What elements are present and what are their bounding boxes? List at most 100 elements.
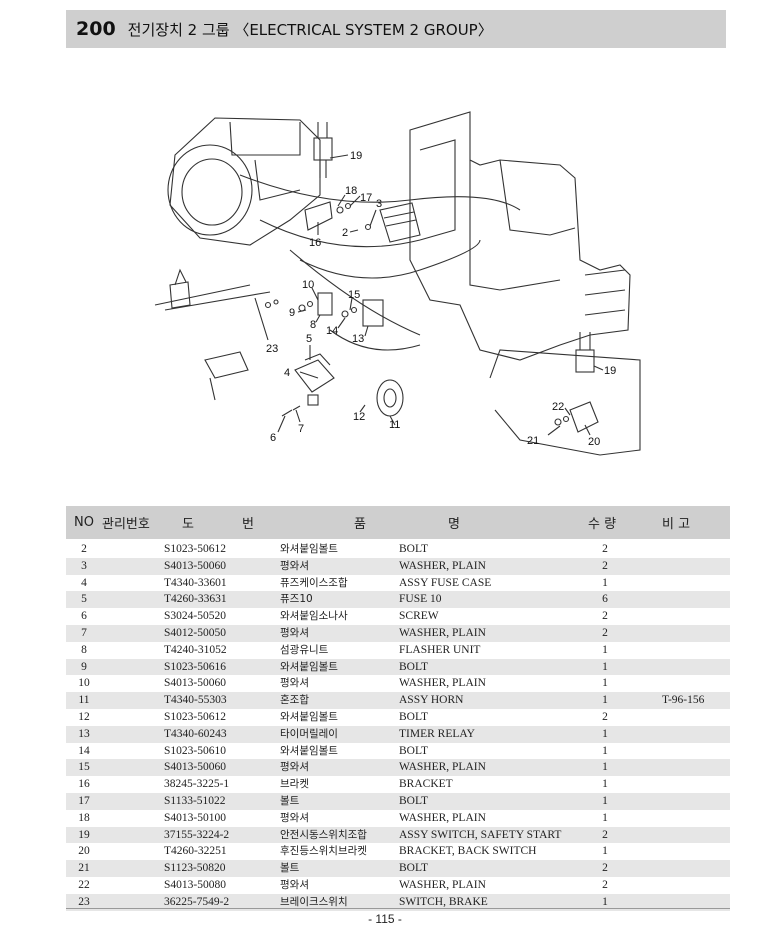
cell-name-en: SCREW <box>399 610 439 623</box>
callout-11: 11 <box>389 419 400 431</box>
callout-12: 12 <box>353 411 365 423</box>
cell-name-kr: 평와셔 <box>280 878 309 891</box>
callout-16: 16 <box>309 237 321 249</box>
cell-name-en: BOLT <box>399 744 428 757</box>
cell-code: T4260-33631 <box>164 593 227 606</box>
callout-23: 23 <box>266 343 278 355</box>
cell-qty: 1 <box>602 778 608 791</box>
callout-22: 22 <box>552 401 564 413</box>
cell-code: S4012-50050 <box>164 626 226 639</box>
cell-code: S1133-51022 <box>164 794 226 807</box>
cell-no: 7 <box>81 626 87 639</box>
cell-name-kr: 후진등스위치브라켓 <box>280 845 367 858</box>
header-no: NO <box>74 515 94 530</box>
cell-qty: 1 <box>602 744 608 757</box>
cell-name-en: BOLT <box>399 660 428 673</box>
section-header: 200 전기장치 2 그룹 〈ELECTRICAL SYSTEM 2 GROUP… <box>66 10 726 48</box>
callout-2: 2 <box>342 227 348 239</box>
cell-name-en: BOLT <box>399 862 428 875</box>
callout-20: 20 <box>588 436 600 448</box>
callout-17: 17 <box>360 192 372 204</box>
cell-code: S4013-50080 <box>164 878 226 891</box>
cell-qty: 1 <box>602 660 608 673</box>
cell-qty: 1 <box>602 694 608 707</box>
cell-no: 4 <box>81 576 87 589</box>
cell-qty: 2 <box>602 610 608 623</box>
cell-no: 16 <box>78 778 90 791</box>
cell-code: T4260-32251 <box>164 845 227 858</box>
header-qty: 수 량 <box>588 517 617 532</box>
cell-qty: 1 <box>602 811 608 824</box>
cell-name-kr: 와셔붙임볼트 <box>280 744 338 757</box>
cell-name-en: WASHER, PLAIN <box>399 811 486 824</box>
cell-name-en: ASSY HORN <box>399 694 464 707</box>
callout-9: 9 <box>289 307 295 319</box>
page-number: - 115 - <box>368 912 402 926</box>
header-code: 관리번호 <box>102 517 150 532</box>
cell-no: 18 <box>78 811 90 824</box>
cell-no: 5 <box>81 593 87 606</box>
callout-15: 15 <box>348 289 360 301</box>
cell-code: T4340-33601 <box>164 576 227 589</box>
cell-name-en: FLASHER UNIT <box>399 643 481 656</box>
callout-13: 13 <box>352 333 364 345</box>
cell-name-kr: 브레이크스위치 <box>280 895 348 908</box>
cell-no: 15 <box>78 761 90 774</box>
cell-name-en: BOLT <box>399 794 428 807</box>
cell-name-en: WASHER, PLAIN <box>399 677 486 690</box>
cell-name-kr: 평와셔 <box>280 761 309 774</box>
callout-19b: 19 <box>604 365 616 377</box>
cell-code: 37155-3224-2 <box>164 828 230 841</box>
cell-name-kr: 평와셔 <box>280 811 309 824</box>
cell-name-en: WASHER, PLAIN <box>399 878 486 891</box>
cell-qty: 1 <box>602 677 608 690</box>
cell-no: 19 <box>78 828 90 841</box>
cell-name-en: TIMER RELAY <box>399 727 475 740</box>
cell-name-kr: 와셔붙임볼트 <box>280 660 338 673</box>
cell-no: 10 <box>78 677 90 690</box>
section-title: 전기장치 2 그룹 〈ELECTRICAL SYSTEM 2 GROUP〉 <box>127 20 493 39</box>
cell-code: S1023-50612 <box>164 710 226 723</box>
cell-code: S4013-50060 <box>164 559 226 572</box>
header-pum: 품 <box>354 517 366 532</box>
callout-8: 8 <box>310 319 316 331</box>
cell-code: S3024-50520 <box>164 610 226 623</box>
cell-name-en: BRACKET, BACK SWITCH <box>399 845 537 858</box>
cell-qty: 2 <box>602 710 608 723</box>
cell-name-en: BRACKET <box>399 778 453 791</box>
callout-6: 6 <box>270 432 276 444</box>
cell-code: S4013-50060 <box>164 761 226 774</box>
cell-code: 38245-3225-1 <box>164 778 230 791</box>
callout-14: 14 <box>326 325 338 337</box>
cell-qty: 2 <box>602 559 608 572</box>
cell-name-kr: 평와셔 <box>280 677 309 690</box>
cell-qty: 2 <box>602 828 608 841</box>
callout-18: 18 <box>345 185 357 197</box>
header-remark: 비 고 <box>662 517 691 532</box>
cell-qty: 1 <box>602 845 608 858</box>
cell-qty: 1 <box>602 727 608 740</box>
cell-no: 17 <box>78 794 90 807</box>
cell-code: T4340-55303 <box>164 694 227 707</box>
callout-10: 10 <box>302 279 314 291</box>
cell-name-kr: 와셔붙임볼트 <box>280 543 338 555</box>
cell-name-en: BOLT <box>399 710 428 723</box>
header-do: 도 <box>182 517 194 532</box>
